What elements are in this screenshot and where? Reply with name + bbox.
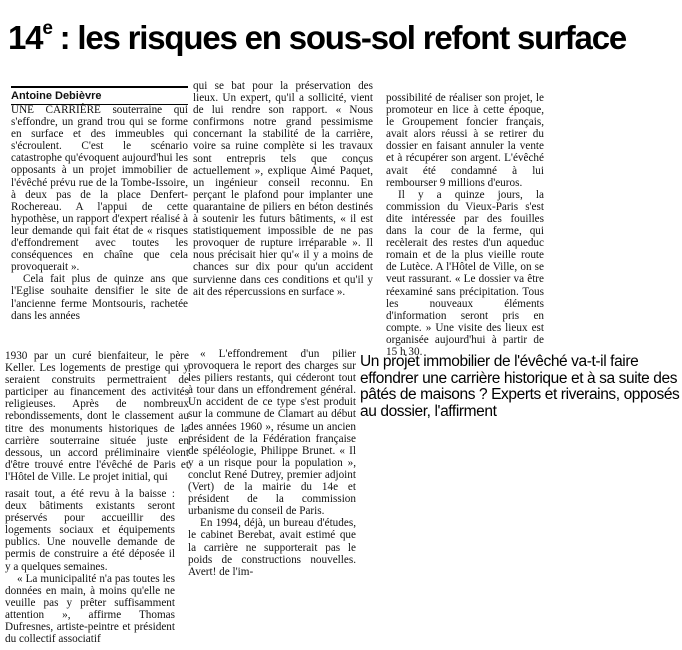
paragraph: Cela fait plus de quinze ans que l'Eglis… xyxy=(11,273,188,322)
author-byline: Antoine Debièvre xyxy=(11,86,188,105)
article-column-1-bottom-continued: rasait tout, a été revu à la baisse : de… xyxy=(5,488,175,645)
paragraph: possibilité de réaliser son projet, le p… xyxy=(386,92,544,189)
paragraph: qui se bat pour la préservation des lieu… xyxy=(193,80,373,298)
article-column-2-top: qui se bat pour la préservation des lieu… xyxy=(193,80,373,298)
headline: 14e : les risques en sous-sol refont sur… xyxy=(8,12,678,58)
paragraph: UNE CARRIÈRE souterraine qui s'effondre,… xyxy=(11,104,188,274)
headline-number: 14 xyxy=(8,19,44,56)
paragraph: « La municipalité n'a pas toutes les don… xyxy=(5,572,175,646)
headline-text: : les risques en sous-sol refont surface xyxy=(51,19,628,56)
paragraph: En 1994, déjà, un bureau d'études, le ca… xyxy=(188,517,356,578)
paragraph: Il y a quinze jours, la commission du Vi… xyxy=(386,188,544,358)
headline-ordinal: e xyxy=(42,18,53,39)
article-column-3-top: possibilité de réaliser son projet, le p… xyxy=(386,92,544,358)
paragraph: rasait tout, a été revu à la baisse : de… xyxy=(5,488,175,573)
lead-paragraph: Un projet immobilier de l'évêché va-t-il… xyxy=(360,353,680,420)
paragraph: 1930 par un curé bienfaiteur, le père Ke… xyxy=(5,350,189,483)
article-column-2-bottom: « L'effondrement d'un pilier provoquera … xyxy=(188,348,356,578)
article-column-1-top: UNE CARRIÈRE souterraine qui s'effondre,… xyxy=(11,104,188,322)
article-column-1-bottom: 1930 par un curé bienfaiteur, le père Ke… xyxy=(5,350,189,483)
paragraph: « L'effondrement d'un pilier provoquera … xyxy=(188,348,356,518)
